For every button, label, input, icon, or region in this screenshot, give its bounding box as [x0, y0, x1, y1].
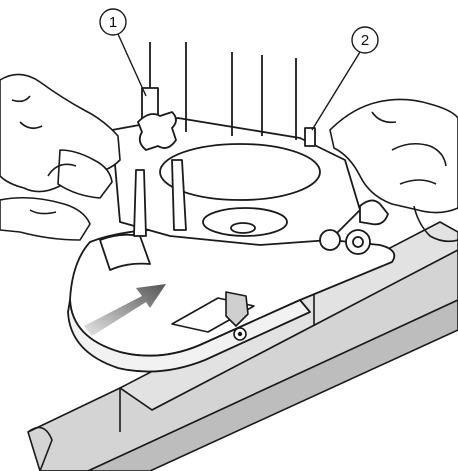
- callout-1-label: 1: [109, 14, 117, 31]
- base-plate-front: [99, 233, 151, 271]
- wing-nut-top: [136, 110, 177, 152]
- feed-direction-arrow: [84, 284, 166, 336]
- callout-1: 1: [99, 8, 147, 97]
- guide-rod-left: [133, 169, 147, 237]
- collet-ring: [202, 207, 288, 237]
- callout-1-leader: [117, 33, 147, 97]
- callout-2: 2: [311, 26, 379, 131]
- cutter-blade: [225, 291, 249, 327]
- callout-2-circle: [351, 26, 379, 54]
- guide-rod-right: [171, 159, 187, 231]
- pin-stop: [304, 127, 316, 147]
- base-plate-edge: [67, 299, 311, 373]
- callout-2-label: 2: [361, 32, 369, 49]
- left-hand: [0, 73, 121, 241]
- callout-2-leader: [311, 51, 361, 131]
- wing-nut-right: [319, 199, 390, 255]
- router-housing: [111, 42, 361, 246]
- housing-collar: [159, 143, 321, 201]
- fence-end-cut: [27, 426, 53, 471]
- cutter-assembly: [171, 291, 255, 341]
- router-base: [67, 227, 396, 373]
- collet-center: [230, 222, 256, 234]
- fence-front-face: [27, 249, 458, 471]
- callout-1-circle: [99, 8, 127, 36]
